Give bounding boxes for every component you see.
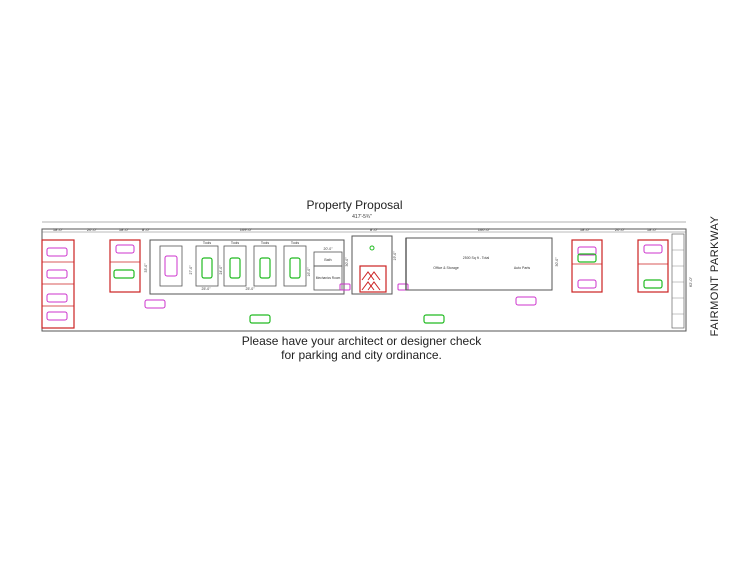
car	[144, 299, 166, 309]
car	[289, 257, 301, 279]
bay-4-label: Tools	[291, 241, 299, 245]
bay-3	[253, 245, 277, 287]
car	[115, 244, 135, 254]
canopy-marker	[369, 245, 375, 251]
dim-33: 33'-0"	[144, 263, 148, 273]
bay-1-label: Tools	[203, 241, 211, 245]
auto-parts-label: Auto Parts	[514, 266, 531, 270]
entry-drive	[359, 265, 387, 293]
left-parking-stalls-2	[109, 239, 141, 293]
road-label: FAIRMONT PARKWAY	[700, 206, 730, 346]
car	[423, 314, 445, 324]
car	[46, 293, 68, 303]
dim-18c: 18'-0"	[580, 227, 591, 232]
car	[46, 247, 68, 257]
office-storage-label: Office & Storage	[433, 266, 459, 270]
car	[643, 279, 663, 289]
entry-canopy	[351, 235, 393, 295]
bay-4	[283, 245, 307, 287]
entry-arrows	[361, 271, 381, 291]
bath-label: Bath	[324, 258, 331, 262]
mechanics-room-label: Mechanics Room	[316, 276, 341, 280]
lift-bay	[159, 245, 183, 287]
driveway-ramp	[671, 233, 685, 329]
car	[577, 279, 597, 289]
dim-100: 100'-0"	[478, 227, 491, 232]
car	[201, 257, 213, 279]
dim-18a: 18'-0"	[53, 227, 64, 232]
dim-24: 24'-0"	[219, 265, 223, 275]
car	[515, 296, 537, 306]
car	[113, 269, 135, 279]
dim-20c: 20'-0"	[324, 247, 334, 251]
service-building	[149, 239, 345, 295]
car	[46, 269, 68, 279]
dim-27: 27'-0"	[189, 265, 193, 275]
car	[643, 244, 663, 254]
bay-1	[195, 245, 219, 287]
dim-109: 109'-0"	[240, 227, 253, 232]
dim-8a: 8'-0"	[142, 227, 151, 232]
car	[577, 246, 597, 256]
dim-16: 16'-0"	[307, 267, 311, 277]
dim-25a: 25'-0"	[202, 287, 212, 291]
dim-20a: 20'-0"	[87, 227, 98, 232]
car	[164, 255, 178, 277]
bay-2-label: Tools	[231, 241, 239, 245]
dim-20b: 20'-0"	[615, 227, 626, 232]
road-name: FAIRMONT PARKWAY	[709, 215, 721, 337]
bay-3-label: Tools	[261, 241, 269, 245]
car	[259, 257, 271, 279]
note-line-1: Please have your architect or designer c…	[241, 334, 482, 348]
dim-small: 8'-0"	[370, 227, 379, 232]
dim-19: 19'-0"	[393, 251, 397, 261]
dim-25b: 25'-0"	[246, 287, 256, 291]
dim-18b: 18'-0"	[119, 227, 130, 232]
car	[339, 283, 351, 291]
dim-30b: 30'-0"	[555, 257, 559, 267]
retail-building	[405, 237, 553, 291]
car	[397, 283, 409, 291]
far-right-parking-stalls	[637, 239, 669, 293]
mechanics-room	[313, 265, 343, 291]
building-total-label: 2500 Sq ft - Total	[463, 256, 490, 260]
car	[229, 257, 241, 279]
bay-2	[223, 245, 247, 287]
dim-62: 62'-0"	[688, 276, 693, 287]
car	[577, 253, 597, 263]
dim-18d: 18'-0"	[647, 227, 658, 232]
car	[249, 314, 271, 324]
car	[46, 311, 68, 321]
overall-dimension: 417'-5¾"	[352, 214, 372, 220]
dim-30: 30'-0"	[345, 257, 349, 267]
disclaimer-note: Please have your architect or designer c…	[0, 334, 723, 362]
right-parking-stalls	[571, 239, 603, 293]
note-line-2: for parking and city ordinance.	[281, 348, 442, 362]
page-title: Property Proposal	[306, 198, 403, 212]
